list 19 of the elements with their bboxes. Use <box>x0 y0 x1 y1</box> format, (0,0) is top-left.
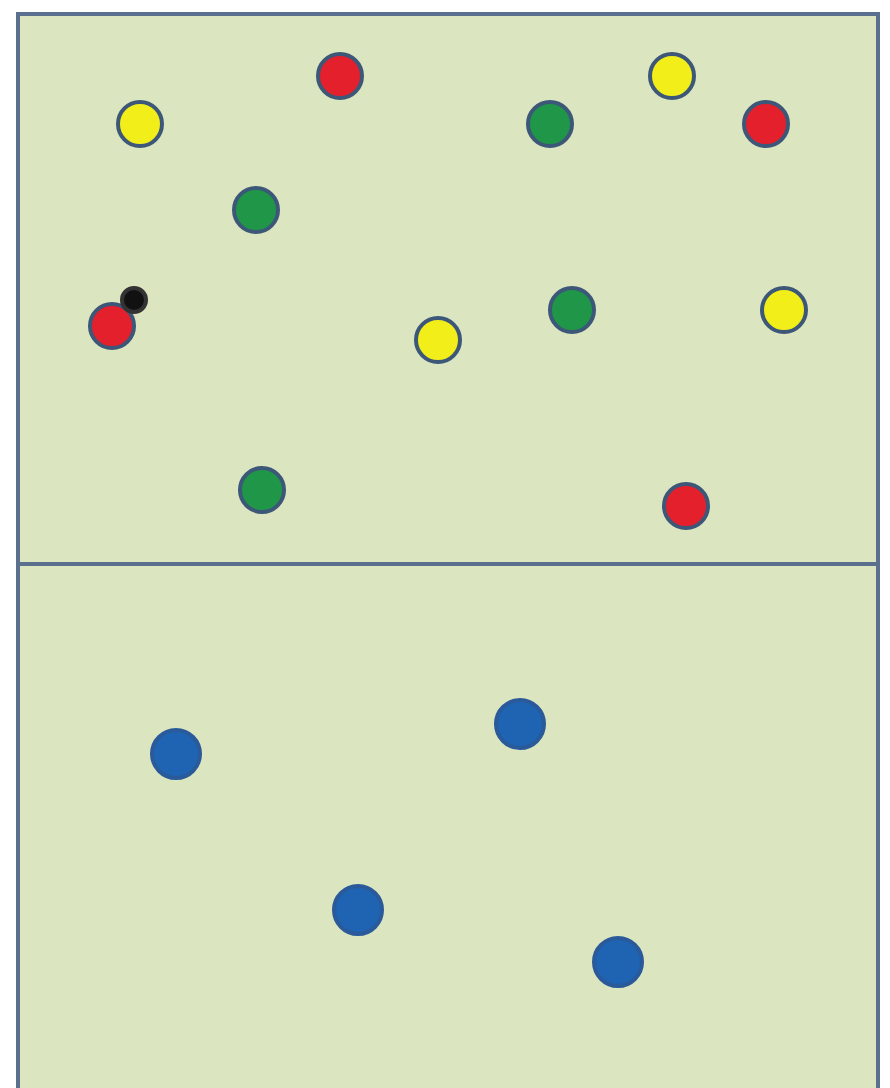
top-panel <box>16 12 880 566</box>
dot <box>238 466 286 514</box>
dot <box>316 52 364 100</box>
dot <box>116 100 164 148</box>
dot <box>150 728 202 780</box>
dot <box>494 698 546 750</box>
dot <box>648 52 696 100</box>
dot <box>548 286 596 334</box>
dot <box>526 100 574 148</box>
dot <box>232 186 280 234</box>
dot <box>592 936 644 988</box>
bottom-panel <box>16 562 880 1088</box>
dot <box>760 286 808 334</box>
dot <box>662 482 710 530</box>
dot <box>414 316 462 364</box>
dot <box>332 884 384 936</box>
dot <box>88 302 136 350</box>
dot <box>742 100 790 148</box>
dot <box>120 286 148 314</box>
